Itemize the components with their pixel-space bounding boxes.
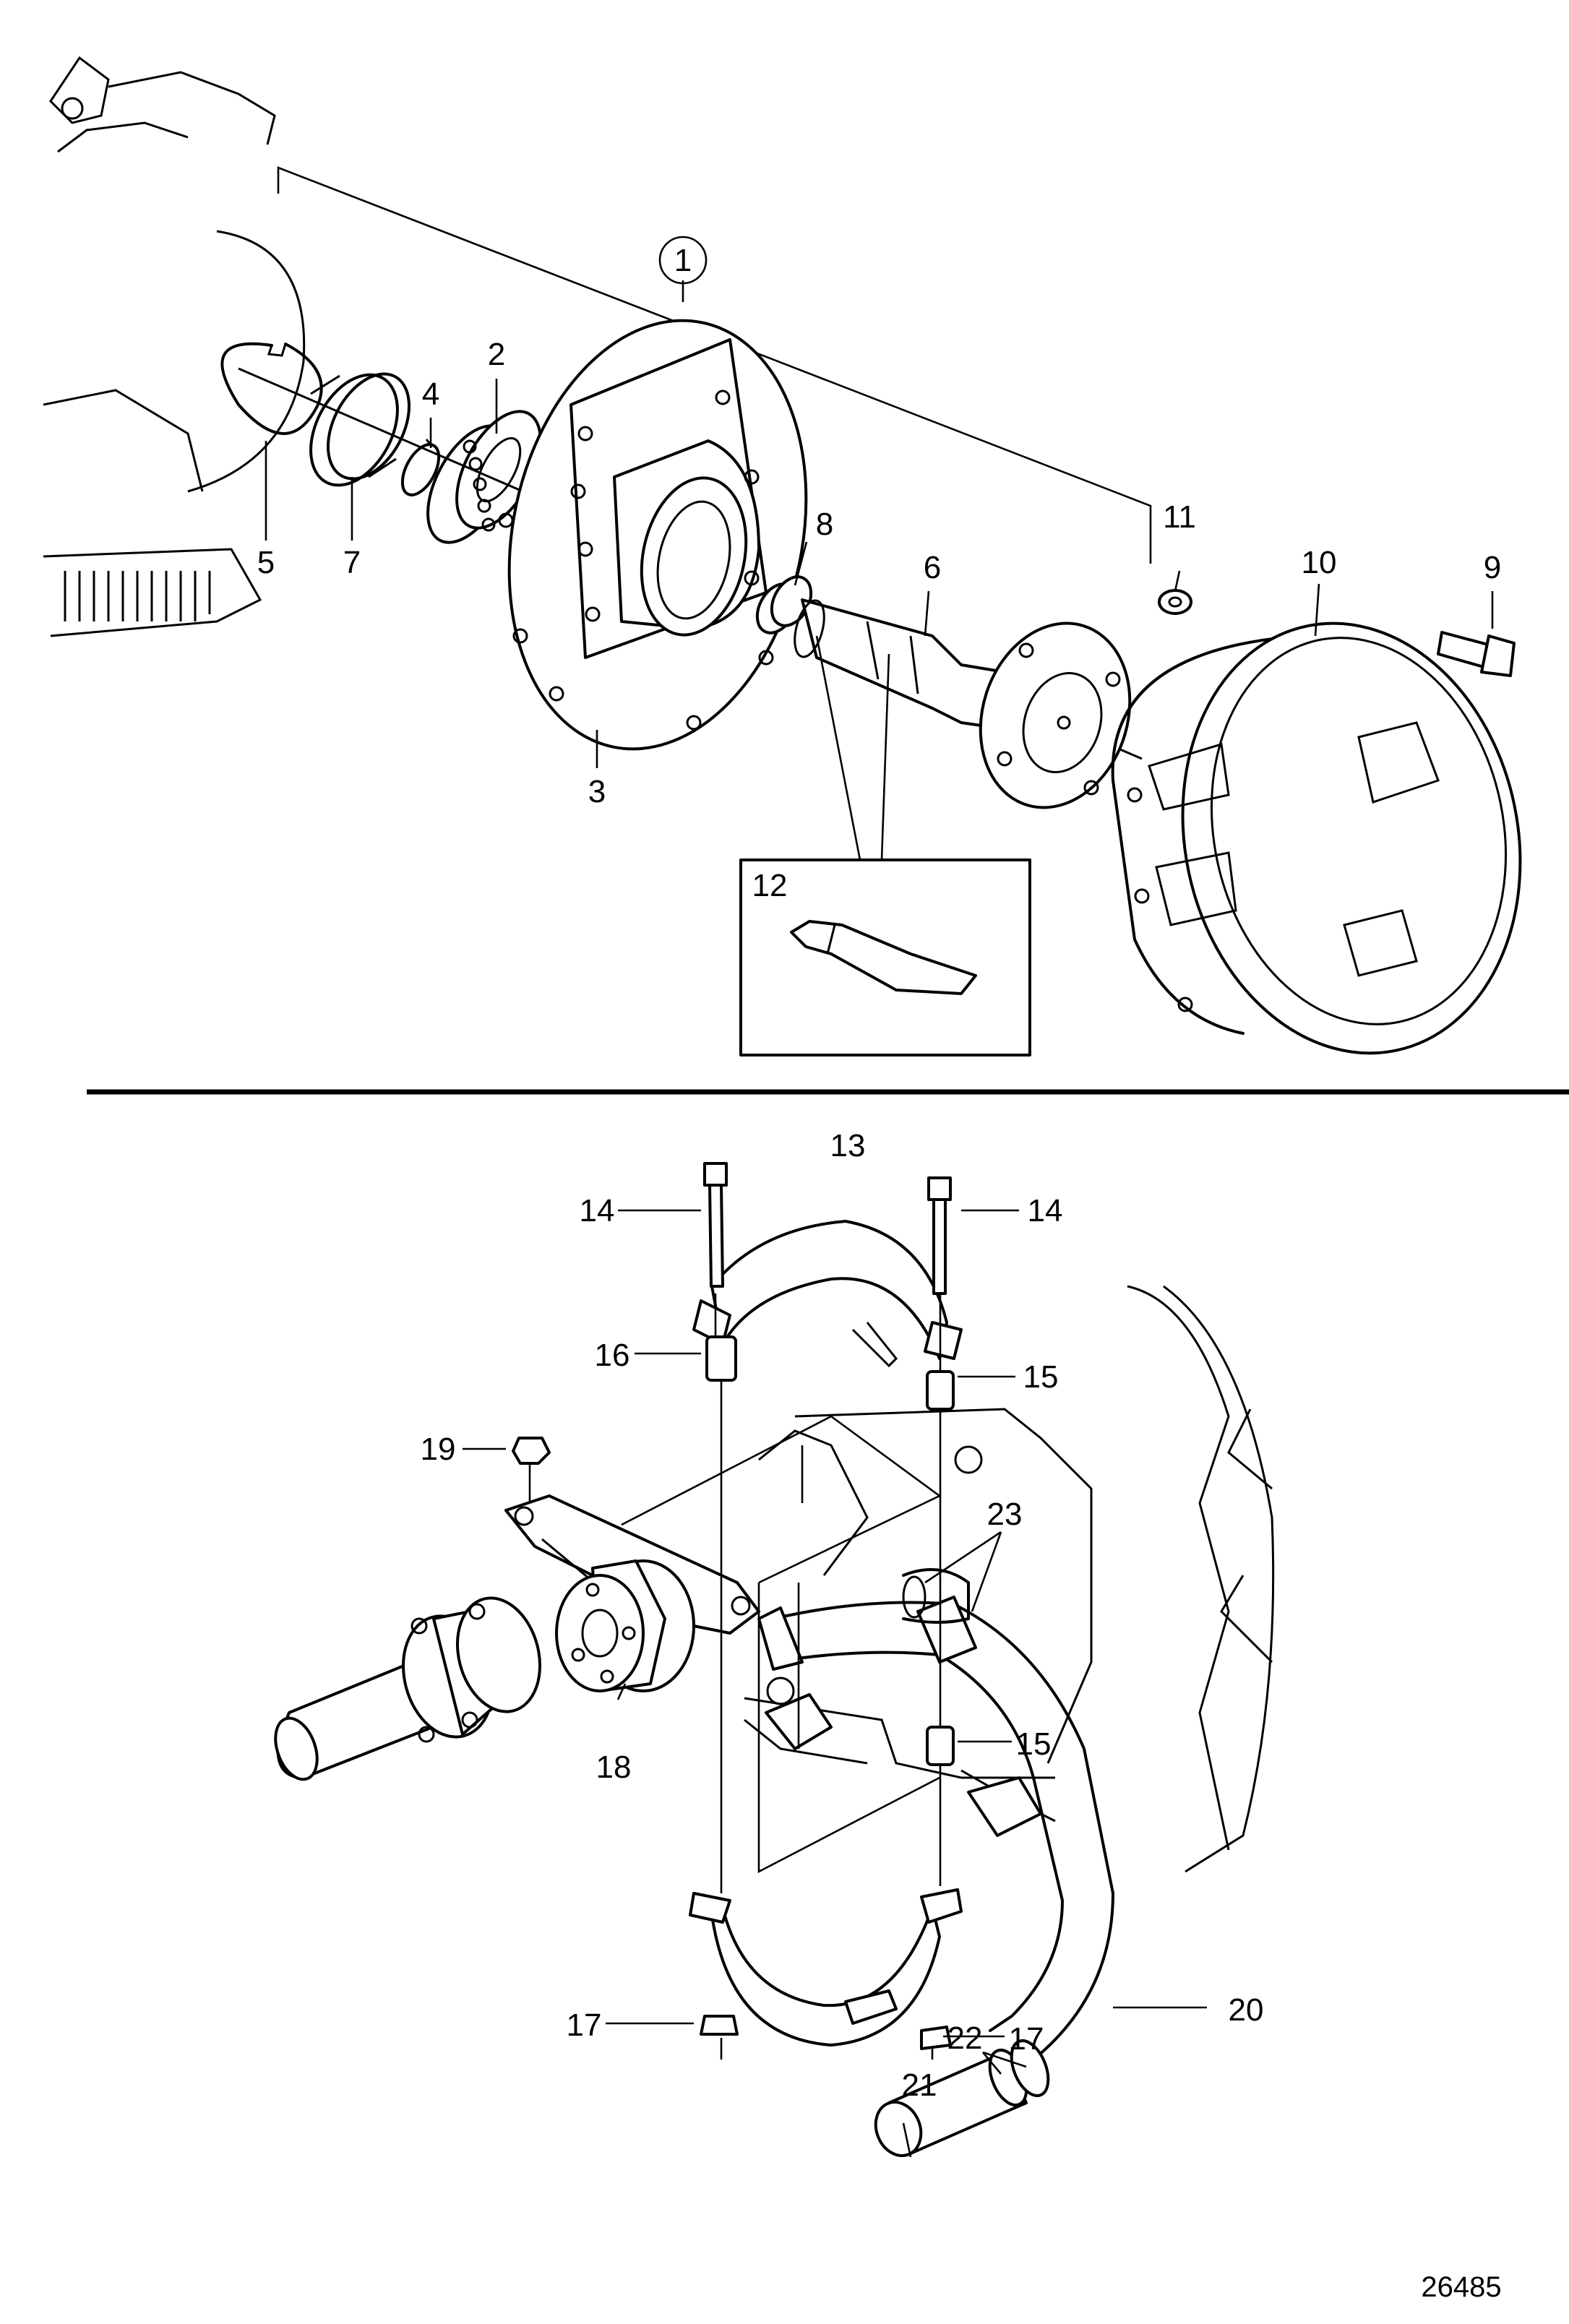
hoses-23 [902,1568,970,1624]
label-15-lower: 15 [1016,1726,1052,1762]
label-9: 9 [1484,550,1501,585]
label-1: 1 [674,243,692,278]
label-16: 16 [595,1338,630,1373]
label-19: 19 [421,1432,456,1467]
label-3: 3 [588,774,606,809]
figure-reference-number: 26485 [1421,2271,1501,2303]
bottom-leaders [463,1209,1207,2158]
label-20: 20 [1229,1992,1264,2028]
long-bolts-14 [703,1162,952,1295]
label-17-left: 17 [567,2007,602,2043]
lower-clamp [689,1888,963,2050]
bushings [705,1335,955,1766]
label-12: 12 [752,868,788,903]
top-leaders [265,379,1494,768]
label-14-left: 14 [580,1193,615,1228]
label-6: 6 [924,550,941,585]
bolt-9 [1437,631,1516,677]
label-5: 5 [257,545,275,580]
sealant-callout-12 [739,635,1031,1056]
label-15-upper: 15 [1023,1359,1059,1395]
label-2: 2 [488,337,505,372]
label-7: 7 [343,545,361,580]
label-21: 21 [902,2067,937,2103]
label-18: 18 [596,1750,632,1785]
guard-cylinder-10 [1111,621,1522,1055]
flange-bearing-18 [555,1559,695,1692]
label-14-right: 14 [1028,1193,1063,1228]
circlip-5 [220,342,323,435]
bearing-housing-3 [498,319,808,751]
label-10: 10 [1302,545,1337,580]
propeller-shaft-coupling [274,1596,542,1781]
seal-ring-7 [309,372,411,487]
label-13: 13 [830,1128,866,1163]
label-8: 8 [816,507,833,542]
label-17-right: 17 [1009,2021,1044,2057]
washer-11 [1158,589,1192,615]
label-4: 4 [422,376,439,412]
label-23: 23 [987,1497,1023,1532]
output-shaft-6 [794,598,1132,809]
label-22: 22 [947,2020,983,2056]
callout-1-circle [658,236,708,285]
label-11: 11 [1163,499,1196,535]
pipe-20 [757,1596,1114,2083]
engine-block-fragment [43,56,306,637]
upper-clamp-13 [692,1220,963,1368]
engine-rear-housing [744,1285,1275,1873]
nut-19 [512,1437,551,1465]
callout-labels: 1 2 3 4 5 6 7 8 9 10 11 12 13 14 14 15 1… [257,236,1502,2303]
